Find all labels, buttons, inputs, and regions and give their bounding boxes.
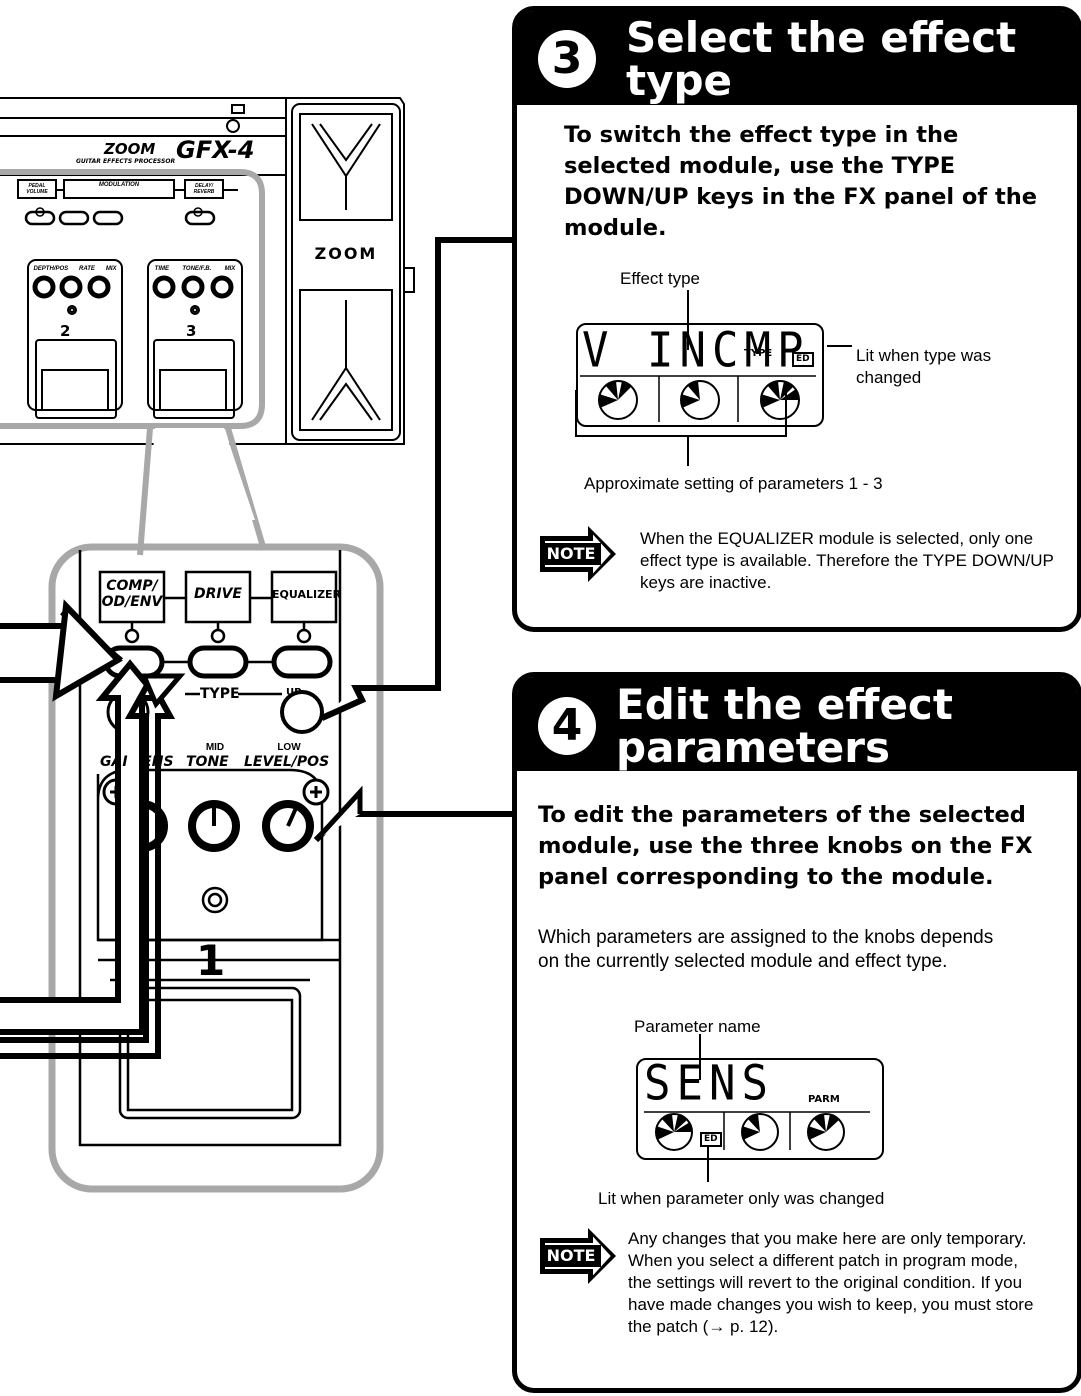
step3-title-line2: type [626,56,733,105]
module-delay-reverb: DELAY/ REVERB [193,183,215,195]
module-modulation: MODULATION [98,182,140,188]
device-illustration [0,97,540,1193]
step3-number: 3 [538,30,596,88]
callout-approx-setting: Approximate setting of parameters 1 - 3 [584,474,883,493]
step4-lcd-graphics [644,1034,870,1182]
pedal-number-3: 3 [186,322,197,340]
module-label-comp: COMP/ OD/ENV [101,578,163,610]
lcd-ed-indicator: ED [792,352,814,367]
knob-labels-panel-3: TIME TONE/F.B. MIX [148,266,242,272]
knob-labels-panel-2: DEPTH/POS RATE MIX [28,266,122,272]
step4-header [517,677,1077,771]
module-label-equalizer: EQUALIZER [272,588,342,601]
device-brand: ZOOM GFX-4 GUITAR EFFECTS PROCESSOR [76,136,276,170]
step4-body: Which parameters are assigned to the kno… [538,927,994,972]
step4-number: 4 [538,697,596,755]
step4-lead: To edit the parameters of the selected m… [538,802,1033,890]
lcd-display-step4: SENS PARM [636,1058,884,1160]
knob-label: TIME [154,266,170,272]
lcd-ed-indicator-step4: ED [700,1132,722,1147]
step3-lcd-graphics [575,290,852,466]
brand-zoom: ZOOM [104,140,156,158]
module-pedal-volume: PEDAL VOLUME [26,183,48,195]
lcd-tag-parm: PARM [808,1094,840,1105]
module-label-drive: DRIVE [193,586,242,602]
knob-top-label-low: LOW [277,742,301,753]
note-text-step4: Any changes that you make here are only … [628,1229,1034,1336]
knob-label: MIX [105,266,117,272]
note-label-step3: NOTE [541,543,601,565]
step4-box [512,672,1081,1393]
brand-subtitle: GUITAR EFFECTS PROCESSOR [76,158,176,165]
knob-label-level-pos: LEVEL/POS [244,754,330,770]
callout-lit-type: Lit when type was changed [856,346,992,387]
knob-label: MIX [224,266,236,272]
pedal-logo: ZOOM [314,244,378,263]
type-label: TYPE [200,686,240,702]
pedal-number-1: 1 [196,936,226,985]
step3-header [517,11,1077,105]
lcd-text-step3: V INCMP [582,322,810,379]
brand-model: GFX-4 [176,136,255,164]
callout-parameter-name: Parameter name [634,1017,761,1036]
lcd-text-step4: SENS [644,1055,774,1112]
pedal-number-2: 2 [60,322,71,340]
lcd-display-step3: V INCMP TYPE ED [576,323,824,427]
knob-label: DEPTH/POS [33,266,69,272]
knob-top-label-mid: MID [205,742,225,753]
note-text-step3: When the EQUALIZER module is selected, o… [640,529,1054,592]
step3-title-line1: Select the effect [626,13,1017,62]
step4-title-line1: Edit the effect [616,680,953,729]
knob-label: RATE [79,266,95,272]
step4-title-line2: parameters [616,723,890,772]
knob-label-tone: TONE [186,754,229,770]
step3-box [512,6,1081,632]
lcd-tag-type: TYPE [744,348,773,359]
up-label: UP [286,687,302,698]
note-label-step4: NOTE [541,1245,601,1267]
step3-lead: To switch the effect type in the selecte… [564,122,1037,241]
callout-effect-type: Effect type [620,269,701,288]
knob-label-gain-sens: GAI ENS [100,754,174,770]
knob-label: TONE/F.B. [182,266,212,272]
callout-lit-parameter: Lit when parameter only was changed [598,1189,885,1208]
